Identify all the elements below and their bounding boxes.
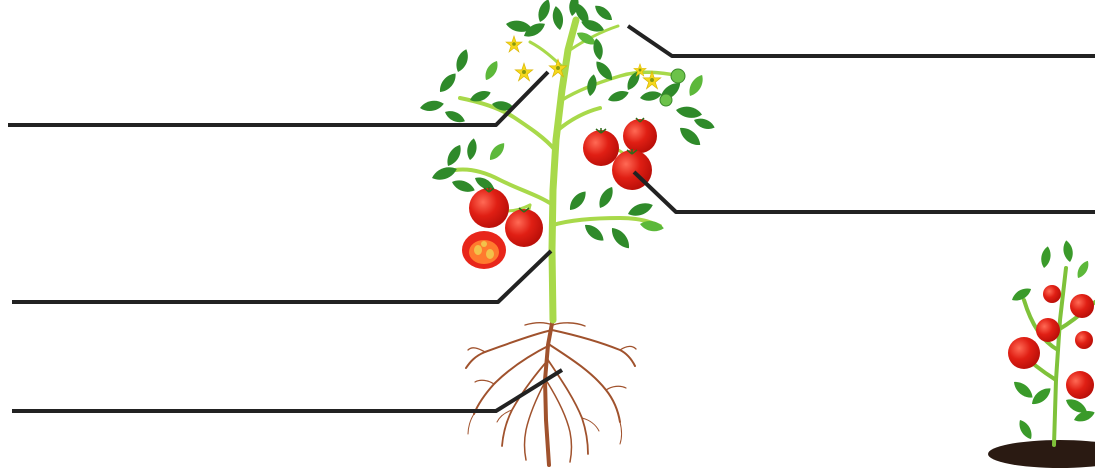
tomato-left-2 <box>505 208 543 247</box>
label-line-top <box>628 26 1095 56</box>
tomato-right-2 <box>623 118 657 153</box>
small-tomato-plant <box>988 240 1095 468</box>
tomato-left-1 <box>469 187 509 228</box>
label-line-fruit <box>634 172 1095 212</box>
roots <box>466 318 636 465</box>
tomato-right-1 <box>583 128 619 166</box>
soil-mound <box>988 440 1095 468</box>
tomato-cut <box>462 231 506 269</box>
